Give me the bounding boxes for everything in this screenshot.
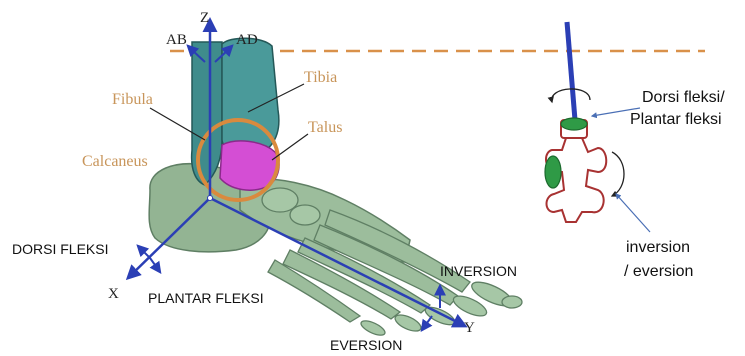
x-rotation-arrow-up <box>138 246 150 258</box>
foot-skeleton <box>149 164 522 338</box>
top-joint-green <box>561 118 587 130</box>
ad-label: AD <box>236 32 258 48</box>
schematic-label-line1: Dorsi fleksi/ <box>642 89 725 106</box>
x-rotation-arrow-down <box>150 258 160 272</box>
talus-label: Talus <box>308 119 342 136</box>
inversion-pointer-arrow <box>616 194 650 232</box>
calcaneus-label: Calcaneus <box>82 153 148 170</box>
axis-x-label: X <box>108 286 119 302</box>
schematic-inversion-line1: inversion <box>626 239 690 256</box>
schematic-inversion-line2: / eversion <box>624 263 693 280</box>
dorsi-fleksi-label: DORSI FLEKSI <box>12 241 108 257</box>
fibula-label: Fibula <box>112 91 153 108</box>
plantar-fleksi-label: PLANTAR FLEKSI <box>148 290 264 306</box>
schematic-rod <box>567 22 575 120</box>
tibia-label: Tibia <box>304 69 337 86</box>
axis-y-label: Y <box>464 320 475 336</box>
schematic-label-line2: Plantar fleksi <box>630 111 722 128</box>
side-rotation-arc <box>612 152 624 196</box>
y-rotation-arrow-down <box>422 316 432 330</box>
inversion-label: INVERSION <box>440 263 517 279</box>
axis-z-label: Z <box>200 10 209 26</box>
ab-label: AB <box>166 32 187 48</box>
eversion-label: EVERSION <box>330 337 402 353</box>
side-joint-green <box>545 156 561 188</box>
